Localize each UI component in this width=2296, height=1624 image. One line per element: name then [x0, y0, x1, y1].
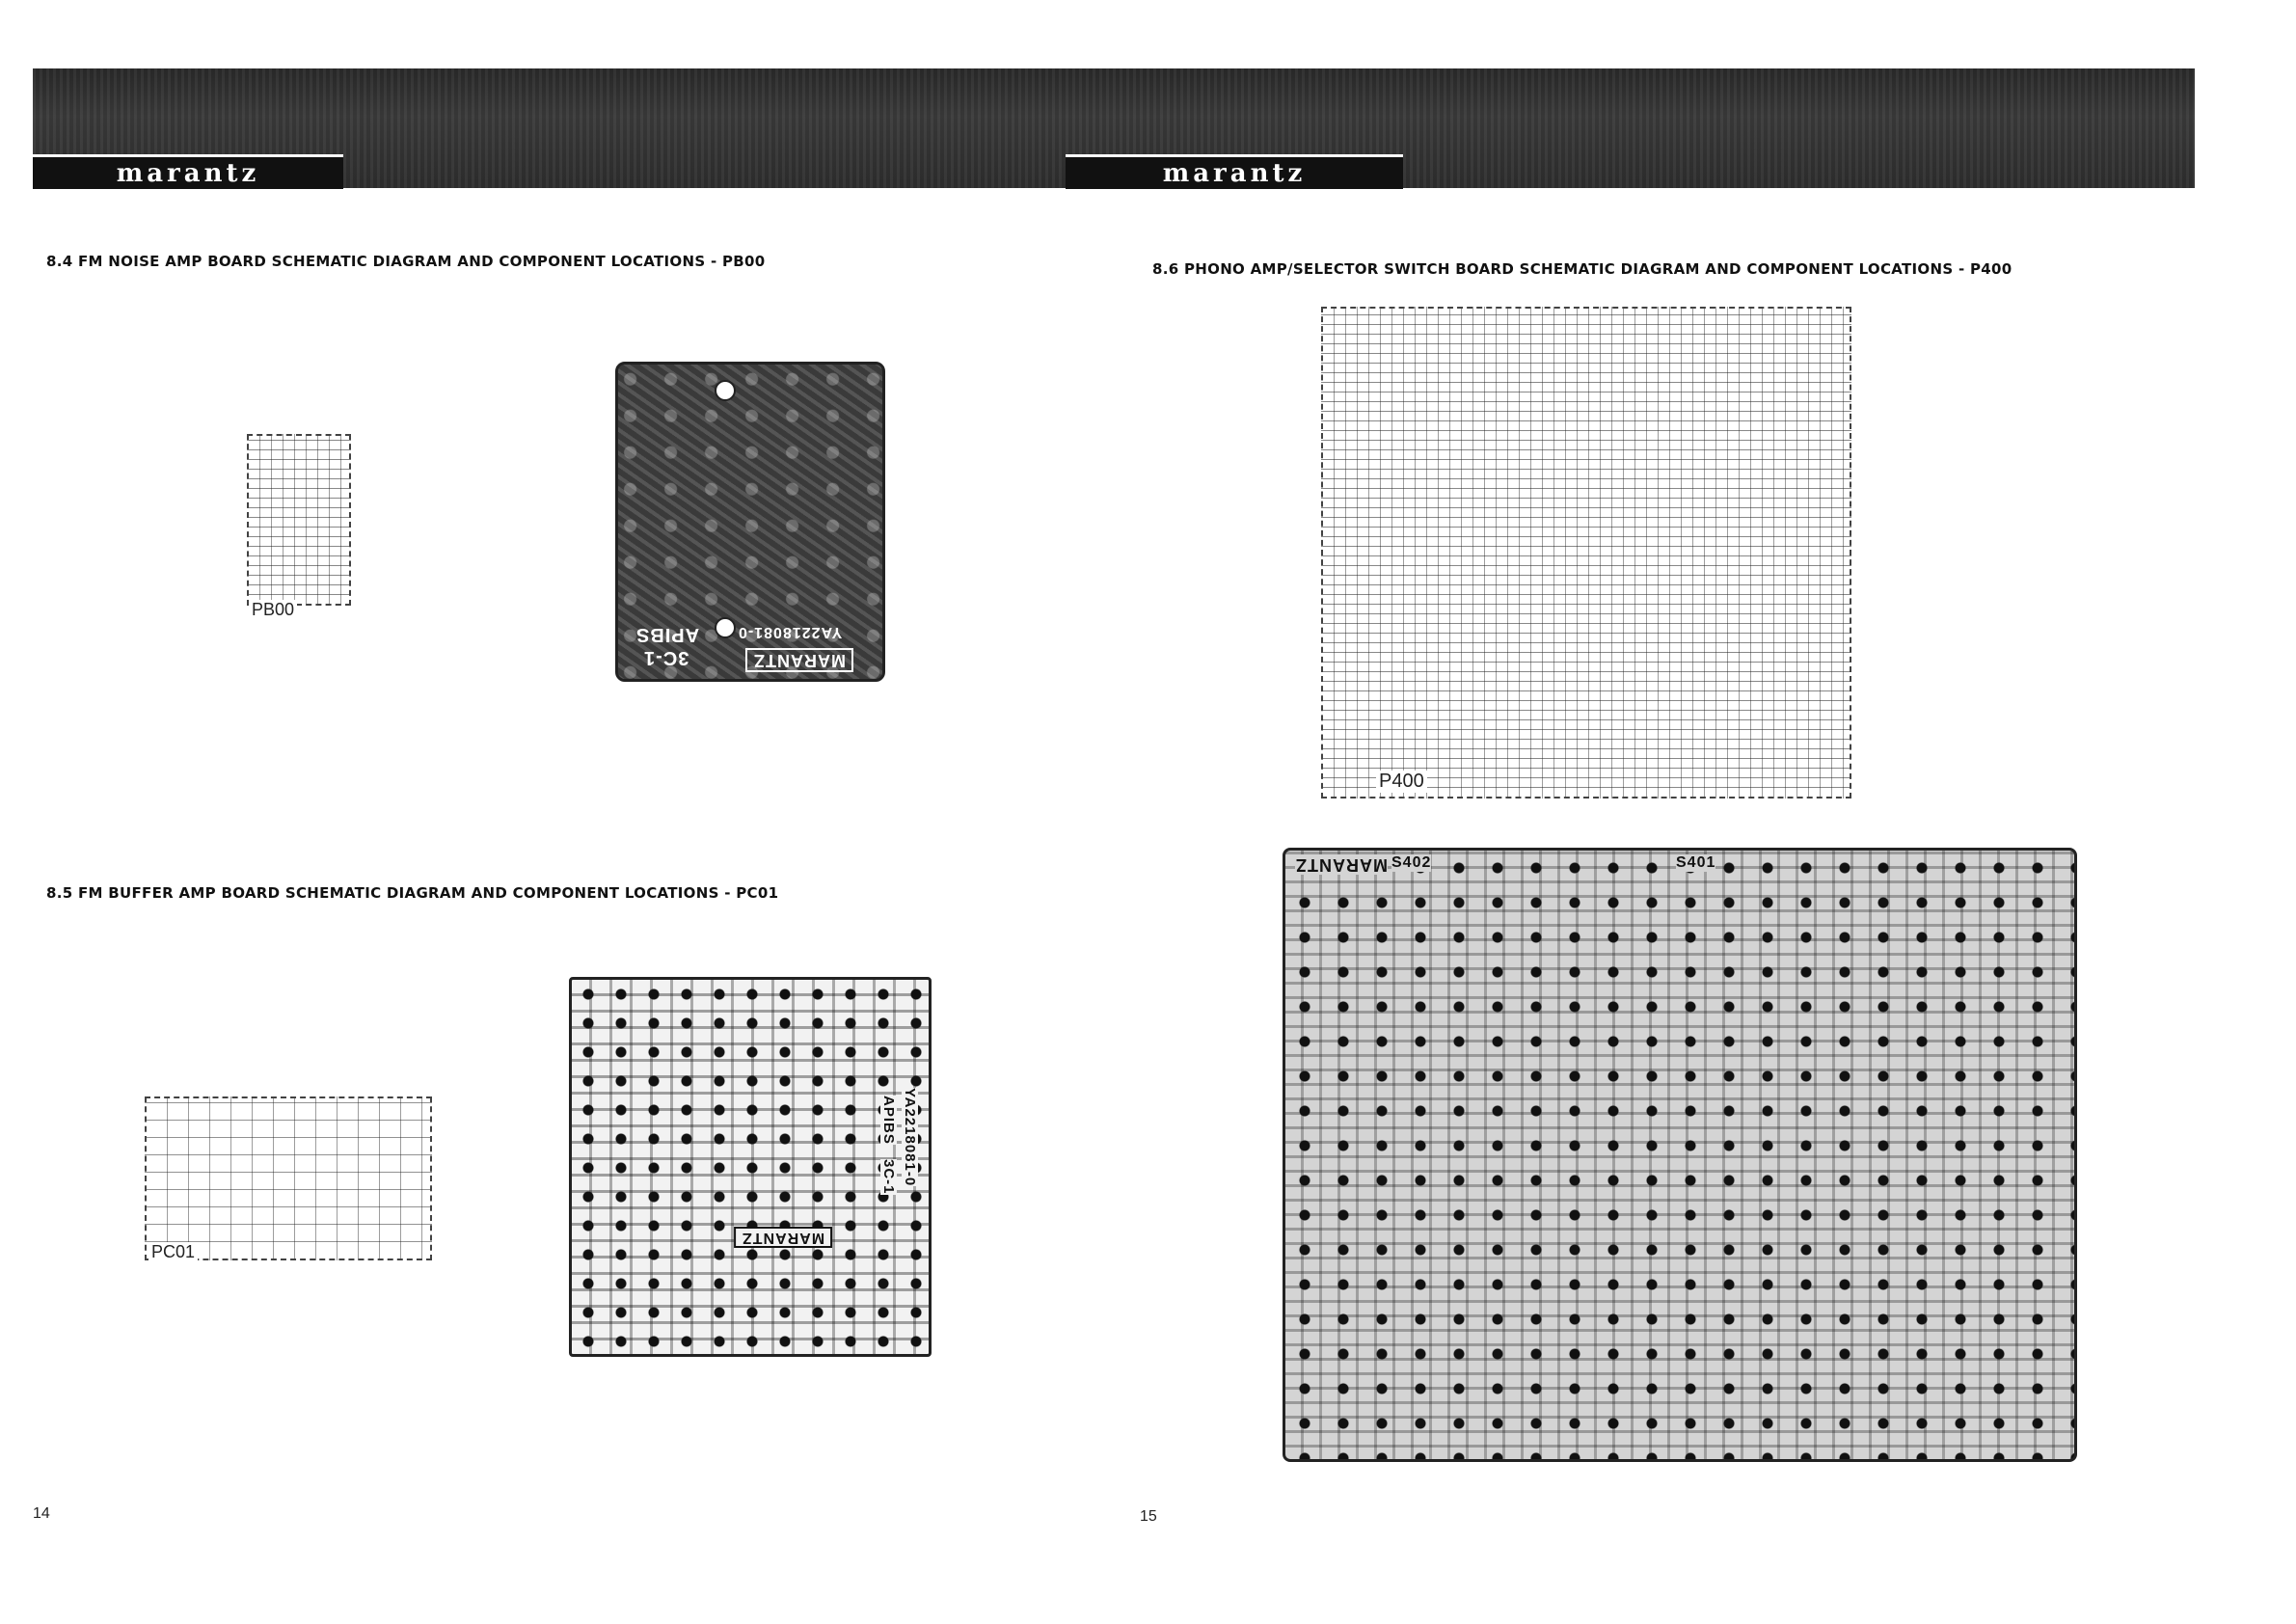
- board-label-pc01: PC01: [149, 1242, 199, 1262]
- section-heading-8-5: 8.5 FM BUFFER AMP BOARD SCHEMATIC DIAGRA…: [46, 884, 779, 902]
- pcb-silk-code: APIBS: [880, 1096, 897, 1145]
- marantz-logo: marantz: [33, 154, 343, 189]
- pcb-photo-p400: MARANTZ S402 S401: [1283, 848, 2077, 1462]
- marantz-logo: marantz: [1066, 154, 1403, 189]
- pcb-silk-switch-s401: S401: [1676, 854, 1716, 872]
- schematic-p400: [1321, 307, 1851, 798]
- pcb-silk-rev: 3C-1: [880, 1159, 897, 1195]
- pcb-silk-brand: MARANTZ: [745, 648, 853, 672]
- section-heading-8-4: 8.4 FM NOISE AMP BOARD SCHEMATIC DIAGRAM…: [46, 253, 766, 270]
- section-heading-8-6: 8.6 PHONO AMP/SELECTOR SWITCH BOARD SCHE…: [1152, 260, 2012, 278]
- right-page: marantz 8.6 PHONO AMP/SELECTOR SWITCH BO…: [1066, 0, 2296, 1624]
- pcb-silk-part: YA2218081-0: [902, 1088, 918, 1187]
- page-number: 15: [1140, 1508, 1157, 1525]
- board-label-pb00: PB00: [249, 600, 298, 620]
- pcb-silk-brand: MARANTZ: [1295, 854, 1388, 875]
- board-label-p400: P400: [1376, 771, 1427, 793]
- mounting-hole: [715, 380, 736, 401]
- pcb-silk-code: APIBS: [635, 624, 700, 645]
- schematic-pc01: [145, 1096, 432, 1260]
- left-page: marantz 8.4 FM NOISE AMP BOARD SCHEMATIC…: [0, 0, 1066, 1624]
- pcb-silk-switch-s402: S402: [1391, 854, 1432, 872]
- pcb-silk-rev: 3C-1: [643, 647, 689, 668]
- pcb-photo-pb00: APIBS 3C-1 YA2218081-0 MARANTZ: [615, 362, 885, 682]
- pcb-photo-pc01: MARANTZ YA2218081-0 APIBS 3C-1: [569, 977, 932, 1357]
- page-number: 14: [33, 1505, 50, 1522]
- schematic-pb00: [247, 434, 351, 606]
- pcb-silk-brand: MARANTZ: [734, 1227, 833, 1248]
- mounting-hole: [715, 617, 736, 638]
- pcb-silk-part: YA2218081-0: [738, 624, 843, 640]
